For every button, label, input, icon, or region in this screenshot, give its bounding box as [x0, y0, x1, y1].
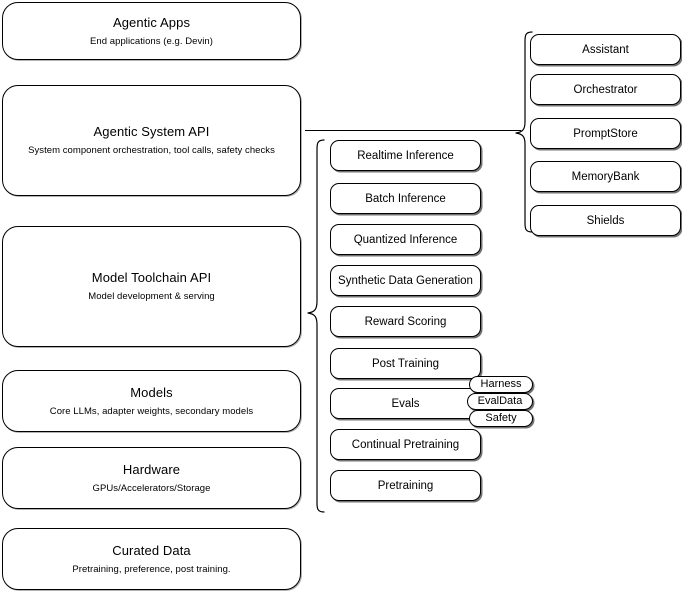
chip-synthetic-data-generation[interactable]: Synthetic Data Generation	[330, 265, 481, 296]
chip-shields[interactable]: Shields	[530, 205, 681, 236]
chip-label: MemoryBank	[571, 170, 640, 183]
chip-label: Quantized Inference	[353, 233, 458, 246]
chip-evals[interactable]: Evals	[330, 388, 481, 419]
chip-label: Shields	[586, 214, 625, 227]
layer-title-models: Models	[130, 384, 173, 400]
layer-subtitle-hardware: GPUs/Accelerators/Storage	[92, 482, 211, 494]
chip-batch-inference[interactable]: Batch Inference	[330, 183, 481, 214]
brace-agentic-system-components	[515, 31, 533, 233]
chip-assistant[interactable]: Assistant	[530, 34, 681, 65]
chip-quantized-inference[interactable]: Quantized Inference	[330, 224, 481, 255]
layer-title-model-toolchain-api: Model Toolchain API	[91, 270, 212, 285]
pill-evaldata[interactable]: EvalData	[467, 393, 533, 410]
pill-harness[interactable]: Harness	[469, 376, 533, 393]
layer-title-agentic-system-api: Agentic System API	[93, 124, 210, 139]
layer-box-hardware[interactable]: Hardware GPUs/Accelerators/Storage	[2, 447, 301, 509]
layer-box-model-toolchain-api[interactable]: Model Toolchain API Model development & …	[2, 226, 301, 347]
chip-label: Synthetic Data Generation	[338, 274, 473, 287]
layer-box-curated-data[interactable]: Curated Data Pretraining, preference, po…	[2, 528, 301, 590]
pill-label: Safety	[485, 412, 517, 424]
chip-continual-pretraining[interactable]: Continual Pretraining	[330, 429, 481, 460]
layer-subtitle-model-toolchain-api: Model development & serving	[88, 291, 215, 302]
chip-label: Orchestrator	[573, 83, 638, 96]
pill-safety[interactable]: Safety	[469, 410, 533, 427]
chip-pretraining[interactable]: Pretraining	[330, 470, 481, 501]
layer-subtitle-curated-data: Pretraining, preference, post training.	[72, 563, 231, 575]
layer-title-hardware: Hardware	[122, 461, 181, 477]
connector-line-system-api-to-components	[305, 130, 521, 131]
layer-title-curated-data: Curated Data	[112, 542, 191, 558]
pill-label: Harness	[480, 378, 522, 390]
layer-box-agentic-apps[interactable]: Agentic Apps End applications (e.g. Devi…	[2, 2, 301, 60]
chip-label: Assistant	[582, 43, 629, 56]
chip-label: Batch Inference	[365, 192, 446, 205]
layer-box-models[interactable]: Models Core LLMs, adapter weights, secon…	[2, 370, 301, 432]
chip-label: Post Training	[371, 357, 440, 370]
chip-reward-scoring[interactable]: Reward Scoring	[330, 306, 481, 337]
chip-post-training[interactable]: Post Training	[330, 348, 481, 379]
chip-label: Realtime Inference	[357, 149, 454, 162]
layer-title-agentic-apps: Agentic Apps	[112, 14, 191, 30]
layer-subtitle-agentic-system-api: System component orchestration, tool cal…	[28, 145, 275, 156]
chip-memorybank[interactable]: MemoryBank	[530, 161, 681, 192]
chip-label: Evals	[391, 397, 420, 410]
chip-label: PromptStore	[573, 127, 638, 140]
chip-orchestrator[interactable]: Orchestrator	[530, 74, 681, 105]
pill-label: EvalData	[477, 395, 523, 407]
chip-label: Pretraining	[377, 479, 434, 492]
chip-label: Continual Pretraining	[351, 438, 460, 451]
chip-promptstore[interactable]: PromptStore	[530, 118, 681, 149]
layer-subtitle-agentic-apps: End applications (e.g. Devin)	[90, 35, 213, 47]
chip-label: Reward Scoring	[364, 315, 447, 328]
layer-box-agentic-system-api[interactable]: Agentic System API System component orch…	[2, 85, 301, 196]
layer-subtitle-models: Core LLMs, adapter weights, secondary mo…	[49, 405, 254, 417]
brace-model-toolchain	[307, 139, 325, 513]
chip-realtime-inference[interactable]: Realtime Inference	[330, 140, 481, 171]
